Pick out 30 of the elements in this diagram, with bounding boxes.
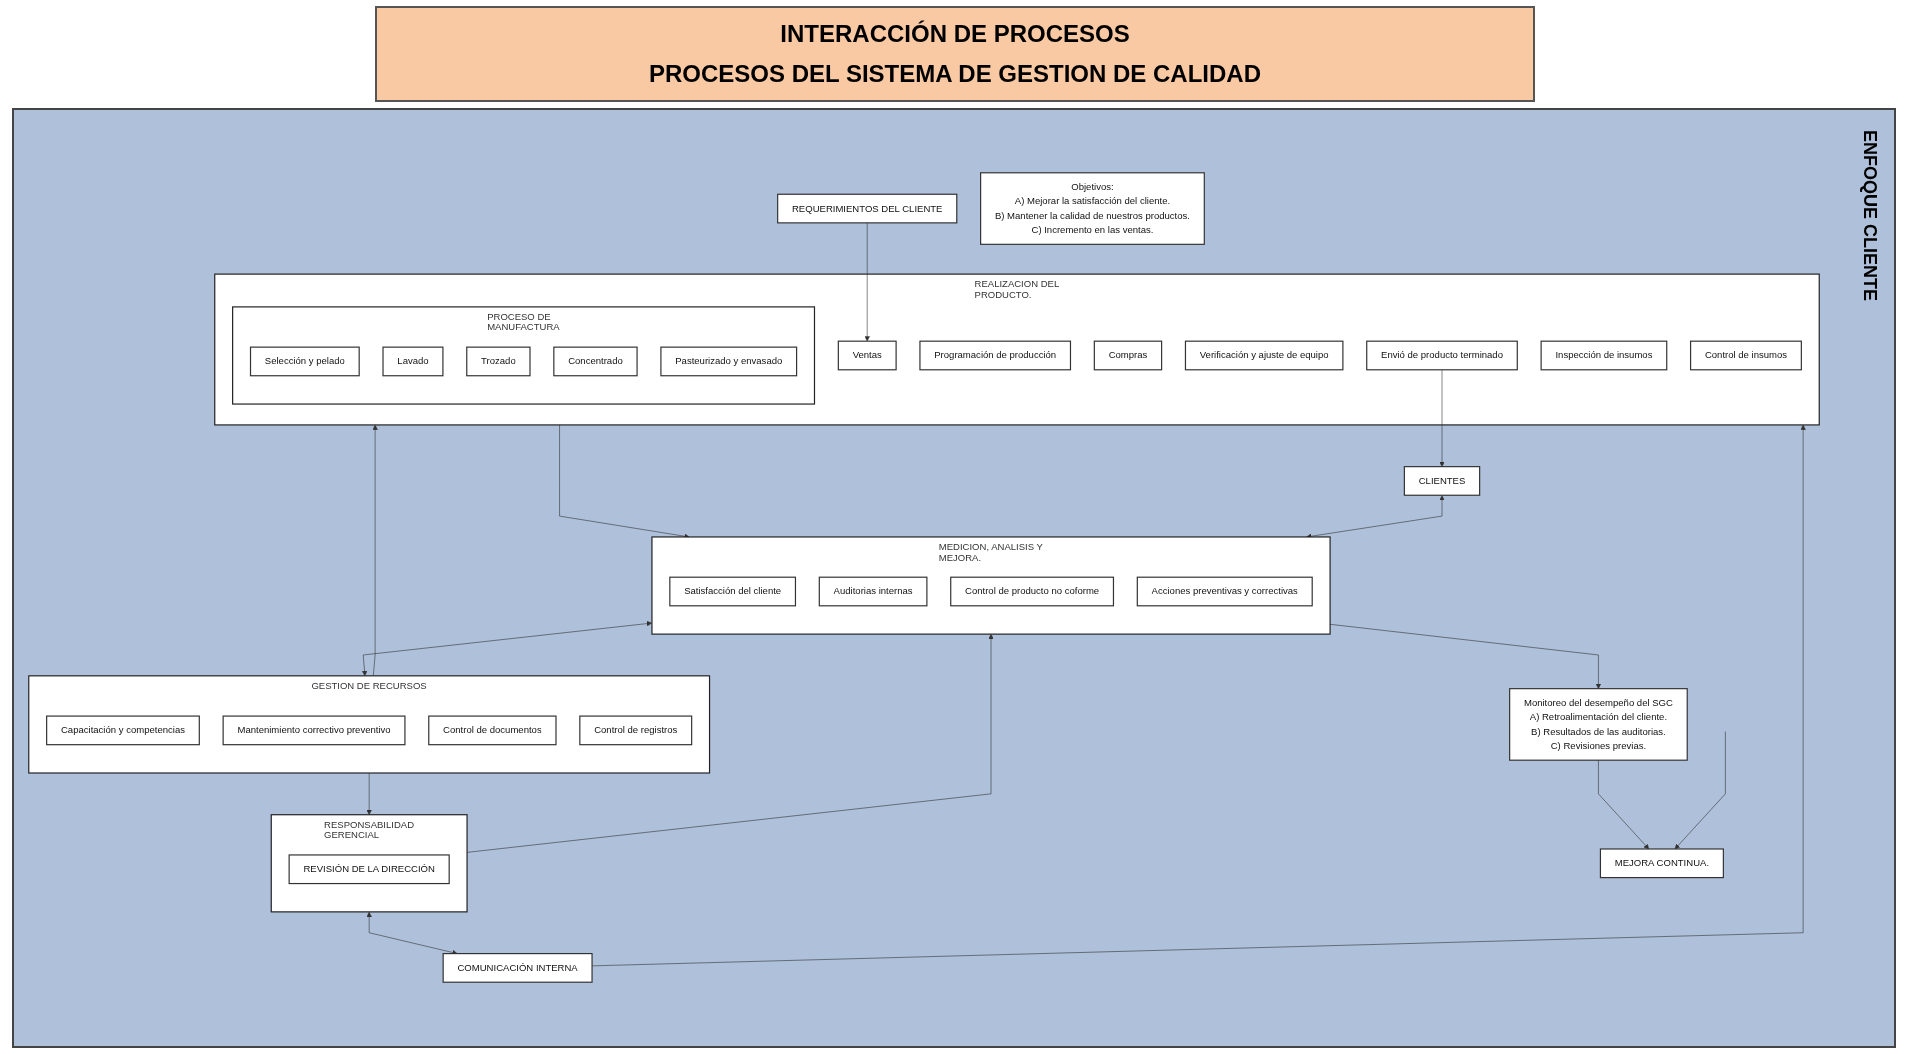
node-box: Mantenimiento correctivo preventivo [222, 715, 406, 746]
node-box: REQUERIMIENTOS DEL CLIENTE [777, 193, 958, 224]
node-box: CLIENTES [1403, 466, 1481, 496]
node-box: Concentrado [553, 346, 638, 377]
node-box: Auditorias internas [818, 576, 928, 607]
node-box: Inspección de insumos [1540, 340, 1668, 371]
node-box: Control de insumos [1690, 340, 1802, 371]
node-box: Control de documentos [428, 715, 557, 746]
node-box: Control de registros [579, 715, 693, 746]
node-box: Selección y pelado [249, 346, 360, 377]
node-box: MEJORA CONTINUA. [1599, 848, 1724, 879]
node-box: Monitoreo del desempeño del SGC A) Retroalimentación del cliente. B) Resultados de las auditorias. C) Revisiones previas. [1509, 688, 1688, 761]
node-box: Envió de producto terminado [1366, 340, 1518, 371]
node-box: Ventas [837, 340, 897, 371]
node-box: Control de producto no coforme [950, 576, 1115, 607]
side-label: ENFOQUE CLIENTE [1859, 130, 1880, 301]
node-box: Capacitación y competencias [46, 715, 200, 746]
node-box: Lavado [382, 346, 444, 377]
node-box: Pasteurizado y envasado [660, 346, 798, 377]
node-box: Programación de producción [919, 340, 1072, 371]
node-box: Compras [1093, 340, 1163, 371]
node-box: Objetivos: A) Mejorar la satisfacción del cliente. B) Mantener la calidad de nuestros productos. C) Incremento en las ventas. [980, 172, 1205, 245]
node-box: Verificación y ajuste de equipo [1184, 340, 1344, 371]
diagram-title: INTERACCIÓN DE PROCESOS [779, 20, 1131, 48]
diagram-subtitle: PROCESOS DEL SISTEMA DE GESTION DE CALIDAD [647, 60, 1263, 88]
node-box: REVISIÓN DE LA DIRECCIÓN [288, 854, 450, 885]
node-box: COMUNICACIÓN INTERNA [442, 953, 593, 983]
node-box: Satisfacción del cliente [669, 576, 797, 607]
node-box: Acciones preventivas y correctivas [1136, 576, 1313, 607]
node-box: Trozado [466, 346, 531, 377]
